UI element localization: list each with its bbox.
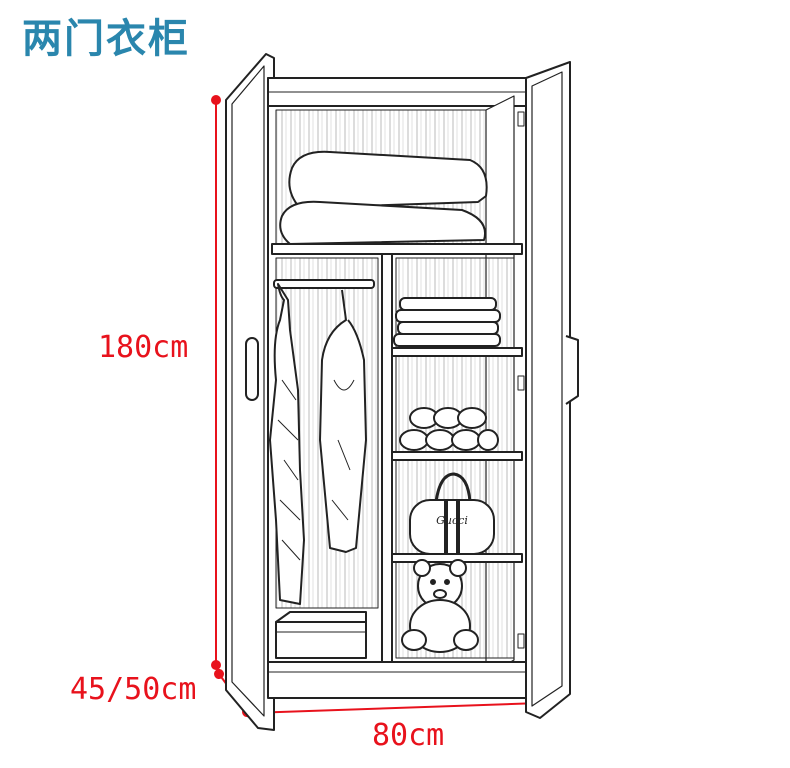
hanging-rail — [273, 279, 375, 289]
pillows — [279, 150, 488, 245]
hanging-dress — [269, 283, 305, 605]
rolled-towels — [399, 407, 499, 451]
storage-box — [275, 611, 367, 659]
width-dimension-line — [245, 698, 545, 718]
depth-dimension-label: 45/50cm — [70, 672, 197, 707]
folded-clothes — [393, 297, 501, 347]
height-dimension-label: 180cm — [98, 330, 189, 365]
teddy-bear — [401, 559, 479, 653]
handbag: Gucci — [409, 472, 495, 555]
bag-logo-text: Gucci — [436, 514, 468, 527]
hanging-coat — [319, 289, 367, 553]
page-title: 两门衣柜 — [22, 16, 190, 62]
width-dimension-label: 80cm — [372, 718, 445, 753]
right-door — [517, 61, 579, 719]
left-door — [225, 53, 275, 731]
left-door-handle — [245, 337, 259, 401]
